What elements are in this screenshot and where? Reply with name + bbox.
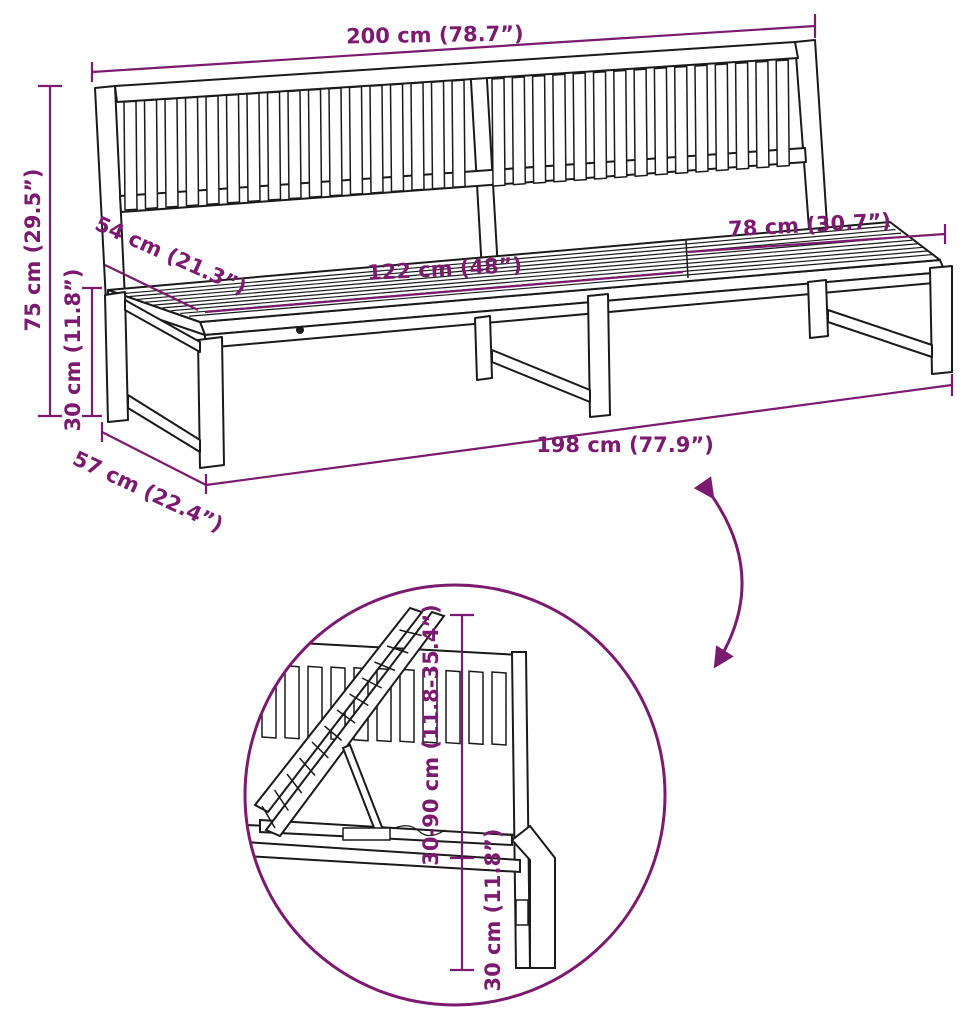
seat-height-label: 30 cm (11.8”) xyxy=(61,269,85,432)
seat-slat xyxy=(144,236,907,303)
recline-rung xyxy=(386,645,409,654)
seat-slat xyxy=(153,239,913,306)
backrest-slat xyxy=(246,92,261,203)
backrest-slat xyxy=(410,81,425,191)
backrest-slat xyxy=(184,96,200,207)
recline-rung xyxy=(324,725,343,742)
backrest-slat xyxy=(552,73,567,183)
backrest-slat xyxy=(287,89,302,200)
base-width-label: 198 cm (77.9”) xyxy=(536,433,714,457)
recline-rung xyxy=(361,677,383,689)
backrest-slat xyxy=(307,88,323,198)
detail-backrest-slat xyxy=(468,670,484,746)
recline-rungs xyxy=(261,629,422,829)
double-arrow-arc-icon xyxy=(693,476,744,669)
backrest-slat xyxy=(613,69,628,179)
recline-rung xyxy=(399,629,422,637)
backrest xyxy=(94,39,829,303)
backrest-slat xyxy=(775,59,790,168)
detail-dimension-labels: 30-90 cm (11.8-35.4”) 30 cm (11.8”) xyxy=(419,604,505,991)
recline-rung xyxy=(311,741,329,759)
backrest-slat xyxy=(369,84,384,194)
seat-slat xyxy=(135,232,902,301)
seat-slat xyxy=(189,253,935,317)
middle-legs xyxy=(474,293,611,418)
backrest-slat xyxy=(328,87,343,197)
reclined-backrest xyxy=(253,606,446,840)
seat xyxy=(107,221,946,349)
detail-backrest-slat xyxy=(422,669,438,744)
backrest-slat xyxy=(164,97,179,208)
left-side-frame xyxy=(104,291,225,469)
total-width-label: 200 cm (78.7”) xyxy=(346,21,524,48)
recline-rung xyxy=(298,757,316,776)
detail-backrest-slat xyxy=(261,664,277,739)
detail-dimension-lines xyxy=(450,613,474,972)
recline-rung xyxy=(261,805,276,829)
backrest-slat xyxy=(511,76,527,186)
backrest-slat xyxy=(673,65,689,175)
backrest-slat xyxy=(389,83,405,193)
recline-rung xyxy=(286,773,303,794)
dimension-lines xyxy=(38,14,954,494)
recline-rung xyxy=(336,709,356,724)
seat-slat xyxy=(162,243,918,309)
detail-seat-height-label: 30 cm (11.8”) xyxy=(481,829,505,992)
backrest-slat xyxy=(755,60,770,169)
backrest-slat xyxy=(653,67,669,176)
backrest-slat xyxy=(266,91,282,201)
backrest-slat xyxy=(491,77,506,187)
seat-slat xyxy=(117,225,891,295)
recline-rung xyxy=(374,661,396,672)
backrest-slat xyxy=(451,79,466,189)
seat-slats xyxy=(117,225,935,317)
backrest-slat xyxy=(714,63,730,172)
recline-rung xyxy=(349,693,369,707)
seat-slat xyxy=(126,228,896,298)
backrest-slat xyxy=(143,99,159,210)
detail-backrest-slat xyxy=(445,669,461,745)
detail-backrest-slat xyxy=(491,671,507,746)
backrest-slat xyxy=(592,70,608,180)
backrest-slat xyxy=(633,68,648,177)
bench-drawing xyxy=(94,39,953,469)
backrest-slat xyxy=(531,74,547,184)
backrest-slat xyxy=(225,93,241,204)
backrest-slat xyxy=(123,100,138,211)
backrest-height-range-label: 30-90 cm (11.8-35.4”) xyxy=(419,604,443,865)
backrest-slats-right xyxy=(491,59,790,187)
backrest-slat xyxy=(348,85,364,196)
seat-slat xyxy=(171,246,924,312)
backrest-slat xyxy=(430,80,446,190)
backrest-slat xyxy=(205,95,220,206)
right-legs xyxy=(807,265,953,375)
detail-backrest-slat xyxy=(399,668,415,744)
total-height-label: 75 cm (29.5”) xyxy=(21,169,45,332)
detail-circle: 30-90 cm (11.8-35.4”) 30 cm (11.8”) xyxy=(243,583,667,1007)
backrest-slat xyxy=(572,72,587,182)
backrest-slat xyxy=(734,61,750,170)
backrest-slat xyxy=(694,64,709,173)
detail-backrest-slat xyxy=(284,664,300,740)
recline-rung xyxy=(273,789,289,811)
backrest-slats-left xyxy=(123,79,466,211)
